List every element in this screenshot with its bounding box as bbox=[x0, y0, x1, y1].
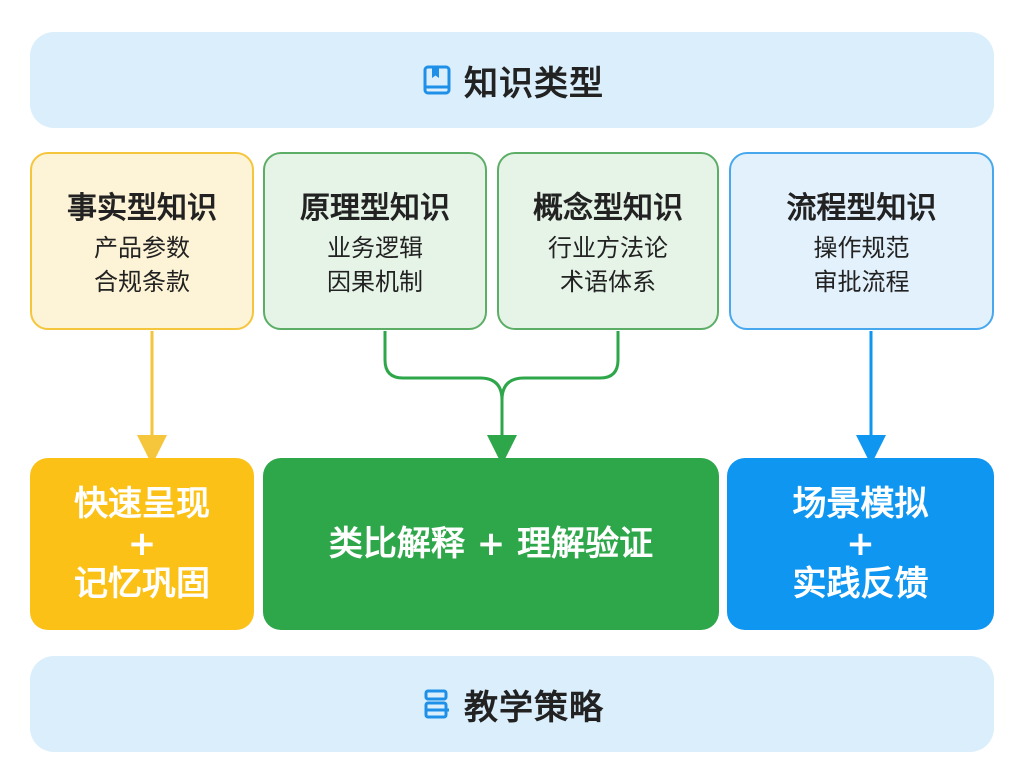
card-line: 术语体系 bbox=[560, 268, 656, 296]
card-title: 原理型知识 bbox=[300, 191, 450, 226]
strategy-plus: + bbox=[846, 524, 875, 564]
strategy-process: 场景模拟 + 实践反馈 bbox=[727, 458, 994, 630]
card-fact-knowledge: 事实型知识 产品参数 合规条款 bbox=[30, 152, 254, 330]
strategy-fact: 快速呈现 + 记忆巩固 bbox=[30, 458, 254, 630]
card-line: 因果机制 bbox=[327, 268, 423, 296]
strategy-line: 场景模拟 bbox=[792, 484, 929, 524]
banner-title: 教学策略 bbox=[464, 687, 604, 728]
arrow-merge bbox=[383, 331, 517, 465]
card-title: 概念型知识 bbox=[533, 191, 683, 226]
card-line: 审批流程 bbox=[813, 268, 910, 296]
banner-title: 知识类型 bbox=[464, 63, 604, 104]
strategy-line: 实践反馈 bbox=[792, 564, 929, 604]
arrow-merge-right bbox=[500, 331, 620, 401]
card-line: 操作规范 bbox=[813, 234, 910, 262]
strategy-line: 记忆巩固 bbox=[74, 564, 210, 604]
card-principle-knowledge: 原理型知识 业务逻辑 因果机制 bbox=[263, 152, 487, 330]
card-line: 合规条款 bbox=[94, 268, 190, 296]
teaching-strategy-banner: 教学策略 bbox=[30, 656, 994, 752]
card-process-knowledge: 流程型知识 操作规范 审批流程 bbox=[729, 152, 994, 330]
card-concept-knowledge: 概念型知识 行业方法论 术语体系 bbox=[497, 152, 719, 330]
strategy-line: 快速呈现 bbox=[74, 484, 210, 524]
strategy-analogy: 类比解释 + 理解验证 bbox=[263, 458, 719, 630]
card-title: 流程型知识 bbox=[786, 191, 937, 226]
card-title: 事实型知识 bbox=[67, 191, 217, 226]
strategy-plus: + bbox=[127, 524, 157, 564]
book-icon bbox=[420, 63, 454, 97]
card-line: 行业方法论 bbox=[548, 234, 668, 262]
card-line: 产品参数 bbox=[94, 234, 190, 262]
list-icon bbox=[420, 687, 454, 721]
card-line: 业务逻辑 bbox=[327, 234, 423, 262]
strategy-line: 类比解释 + 理解验证 bbox=[328, 524, 654, 564]
knowledge-type-banner: 知识类型 bbox=[30, 32, 994, 128]
